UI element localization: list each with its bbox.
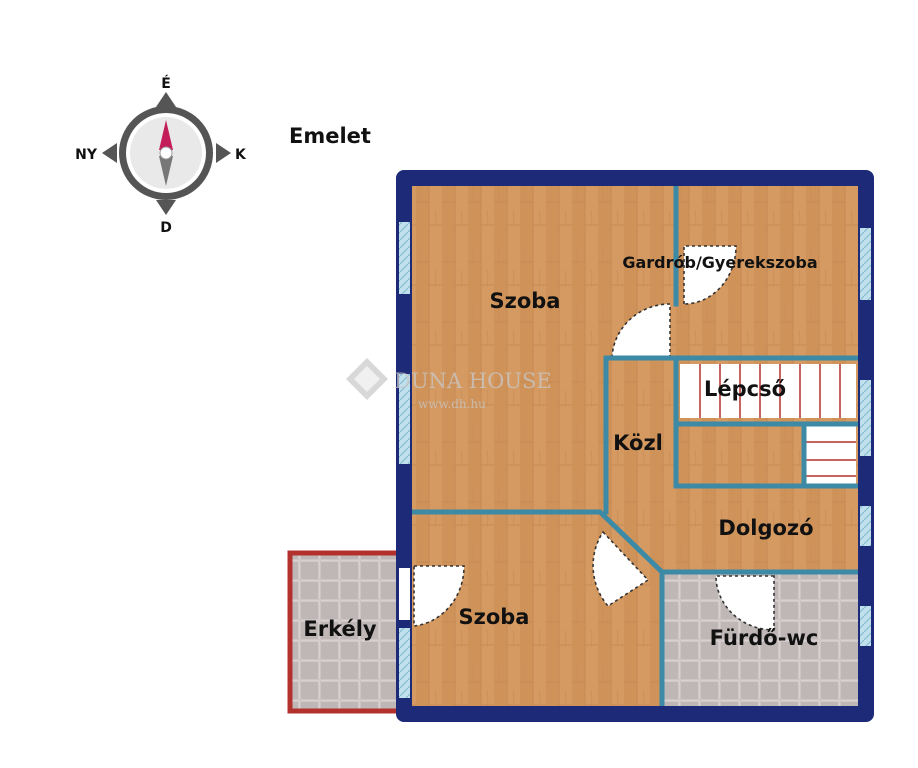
watermark-url: www.dh.hu [418, 397, 486, 411]
compass-south-label: D [160, 220, 172, 236]
door-balcony [413, 565, 465, 627]
window-west-mid [399, 374, 410, 464]
room-label-kozl: Közl [613, 431, 663, 455]
compass-west-label: NY [75, 147, 98, 163]
room-labels: Szoba Gardrób/Gyerekszoba Lépcső Közl Do… [303, 253, 818, 650]
compass-arrow-east [216, 143, 231, 163]
door-kozl [592, 530, 650, 608]
compass: É D NY K [75, 75, 247, 236]
compass-arrow-south [156, 200, 176, 215]
staircase [699, 364, 856, 477]
watermark: DUNA HOUSE www.dh.hu [346, 358, 552, 411]
window-east-mid [860, 380, 871, 456]
window-east-low [860, 506, 871, 546]
window-west-low [399, 628, 410, 698]
door-gardrob [683, 245, 737, 305]
compass-needle-north [159, 120, 173, 150]
balcony-door-gap [399, 568, 410, 620]
room-label-szoba-bottom: Szoba [459, 605, 530, 629]
door-swings [413, 245, 775, 631]
door-bathroom [715, 575, 775, 631]
stair-floor [680, 364, 856, 418]
watermark-logo-icon [346, 358, 388, 400]
compass-arrow-north [156, 92, 176, 107]
room-label-szoba-top: Szoba [490, 289, 561, 313]
outer-walls [396, 170, 874, 722]
compass-north-label: É [161, 75, 171, 92]
room-label-lepcso: Lépcső [704, 377, 786, 401]
room-label-gardrob: Gardrób/Gyerekszoba [622, 253, 817, 272]
room-label-furdo: Fürdő-wc [710, 626, 819, 650]
window-east-top [860, 228, 871, 300]
room-label-erkely: Erkély [303, 617, 377, 641]
inner-walls [409, 185, 859, 709]
window-east-bath [860, 606, 871, 646]
balcony [287, 550, 407, 714]
compass-east-label: K [235, 147, 247, 163]
room-label-dolgozo: Dolgozó [718, 516, 813, 540]
compass-needle-south [159, 156, 173, 186]
compass-arrow-west [102, 143, 117, 163]
floor-title: Emelet [289, 124, 371, 148]
floors [412, 186, 858, 706]
watermark-brand: DUNA HOUSE [394, 369, 552, 393]
door-szoba-top [611, 303, 671, 359]
window-west-top [399, 222, 410, 294]
